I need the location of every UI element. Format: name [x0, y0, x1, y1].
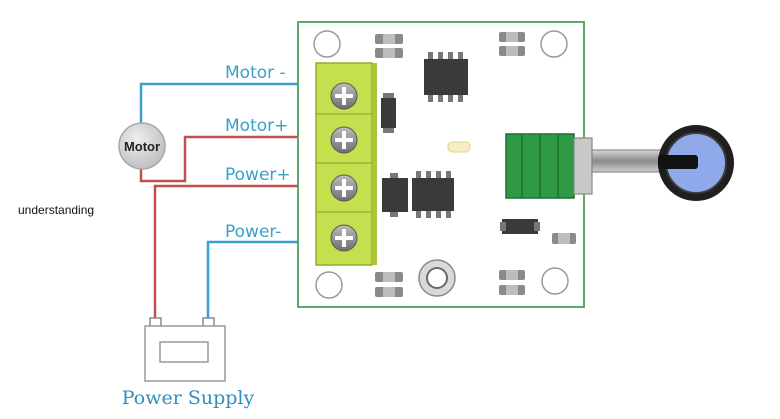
knob	[658, 125, 734, 201]
mounting-hole-top-right	[540, 30, 568, 58]
motor-label: Motor	[124, 139, 160, 154]
power-supply-label-panel	[159, 341, 209, 363]
terminal-screw	[330, 224, 358, 252]
motor: Motor	[118, 122, 166, 170]
pwm-controller-board	[297, 21, 734, 308]
label-power-minus: Power-	[225, 222, 281, 242]
label-motor-minus: Motor -	[225, 63, 286, 83]
smd-resistor	[552, 233, 576, 244]
power-supply: Power Supply	[122, 317, 255, 409]
label-power-plus: Power+	[225, 165, 291, 185]
smd-resistor	[499, 32, 525, 42]
smd-resistor	[499, 46, 525, 56]
smd-resistor	[499, 285, 525, 295]
wire-motor-plus	[139, 135, 318, 183]
wire-power-minus	[206, 240, 318, 320]
mounting-hole-top-left	[313, 30, 341, 58]
motor-body	[118, 122, 166, 170]
power-supply-label: Power Supply	[122, 387, 255, 409]
potentiometer	[505, 133, 665, 199]
smd-diode	[500, 219, 540, 234]
mounting-hole-bottom-right	[541, 267, 569, 295]
ic-chip	[424, 52, 468, 102]
terminal-screw	[330, 174, 358, 202]
smd-resistor	[375, 272, 403, 282]
smd-resistor	[375, 48, 403, 58]
smd-resistor	[375, 287, 403, 297]
knob-indicator	[658, 155, 698, 169]
wire-power-plus	[153, 184, 318, 320]
led	[447, 141, 471, 153]
side-note: understanding	[18, 203, 95, 217]
smd-diode	[381, 93, 396, 133]
mounting-hole-bottom-left	[315, 271, 343, 299]
terminal-screw	[330, 126, 358, 154]
terminal-screw	[330, 82, 358, 110]
label-motor-plus: Motor+	[225, 116, 288, 136]
terminal-block-side	[372, 63, 377, 265]
smd-resistor	[499, 270, 525, 280]
potentiometer-shaft	[591, 149, 665, 173]
mosfet	[382, 173, 408, 217]
wire-motor-minus	[139, 82, 318, 126]
capacitor	[418, 259, 456, 297]
ic-chip	[412, 171, 454, 218]
smd-resistor	[375, 34, 403, 44]
